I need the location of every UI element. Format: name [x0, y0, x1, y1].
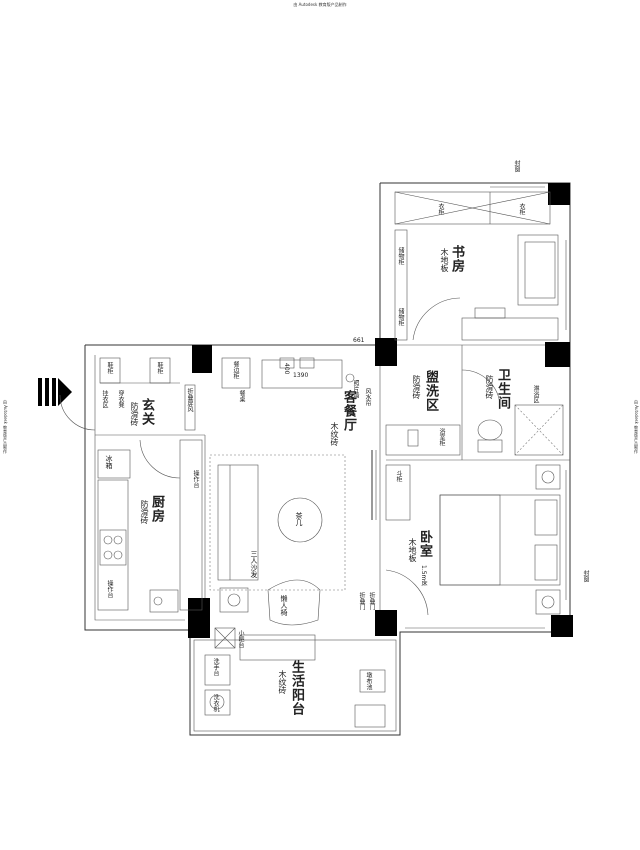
bedside-tables — [535, 464, 561, 615]
balcony-fixtures — [204, 634, 386, 728]
bedroom-label: 卧室 — [417, 530, 432, 558]
lazy-chair-label: 懒人椅 — [280, 595, 288, 616]
seal-window-label-2: 封窗 — [582, 570, 589, 582]
dim-1390: 1390 — [293, 372, 309, 379]
rug — [209, 454, 346, 591]
wash-basin-label: 洗手台 — [212, 658, 219, 676]
stove-icon — [99, 529, 127, 566]
bed-size-label: 1.5m床 — [420, 565, 427, 587]
bar-counter-label: 小吧台 — [237, 630, 244, 648]
right-edge-note: 由 Autodesk 教育版产品制作 — [634, 400, 639, 454]
photo-wall-line — [371, 450, 377, 520]
bath-door-swing — [461, 369, 501, 406]
sink-icon — [149, 589, 179, 613]
bed — [439, 494, 561, 586]
changing-stool-label: 穿衣凳 — [117, 390, 124, 408]
wash-cab-label: 浴室柜 — [438, 428, 445, 446]
shoe-cabinets — [99, 357, 180, 384]
study-wardrobe — [394, 191, 551, 225]
wind-curtain-label: 风水帘 — [364, 388, 371, 406]
folding-screen — [184, 384, 196, 431]
dim-400: 400 — [283, 363, 290, 375]
dining-floor: 木纹砖 — [330, 422, 339, 446]
sofa — [217, 464, 259, 581]
bedroom-floor: 木地板 — [408, 538, 417, 562]
balcony-floor: 木纹砖 — [278, 670, 287, 694]
sofa-label: 三人沙发 — [250, 550, 258, 578]
outer-walls — [84, 182, 571, 736]
work-counter-label-1: 操作台 — [192, 470, 199, 488]
entry-label: 玄关 — [139, 398, 154, 426]
study-desk — [461, 307, 559, 341]
shoe-cabinet-label-2: 鞋柜 — [156, 362, 163, 374]
side-cabinet-label: 餐边柜 — [232, 361, 239, 379]
left-edge-note: 由 Autodesk 教育版产品制作 — [3, 400, 8, 454]
shower-area-label: 淋浴区 — [532, 385, 539, 403]
entry-door-swing — [59, 394, 96, 431]
dining-table-label: 餐桌 — [238, 390, 245, 402]
work-counter-label-2: 操作台 — [106, 580, 113, 598]
study-door-swing — [412, 297, 461, 341]
coffee-table — [277, 497, 323, 543]
bath-label: 卫生间 — [495, 368, 510, 410]
kitchen-counters — [97, 439, 203, 611]
dining-set — [221, 357, 355, 389]
fold-door-label-2: 折叠门 — [368, 592, 375, 610]
bar-counter — [214, 627, 236, 649]
bath-floor: 防滑砖 — [485, 375, 494, 399]
balcony-label: 生活阳台 — [289, 660, 304, 716]
entrance-arrow-icon — [38, 378, 72, 406]
shoe-cabinet-label-1: 鞋柜 — [106, 362, 113, 374]
study-sofa — [517, 234, 559, 306]
chest-label: 斗柜 — [395, 470, 402, 482]
kitchen-floor: 防滑砖 — [140, 500, 149, 524]
lazy-chair — [267, 579, 321, 626]
dim-661: 661 — [353, 337, 365, 344]
mop-pool-label: 墩布池 — [365, 672, 372, 690]
kitchen-door-swing — [139, 439, 181, 479]
chest-of-drawers — [385, 464, 411, 521]
bathroom-fixtures — [477, 404, 564, 456]
seal-window-label-1: 封窗 — [513, 160, 520, 172]
wardrobe-label-1: 衣柜 — [437, 203, 444, 215]
storage-label-1: 储物柜 — [397, 247, 404, 265]
wash-label: 盥洗区 — [423, 370, 438, 412]
hang-area-label: 挂衣区 — [101, 390, 108, 408]
study-label: 书房 — [449, 245, 464, 273]
study-storage — [394, 229, 408, 341]
entry-floor: 防滑砖 — [130, 402, 139, 426]
folding-screen-label: 折叠屏风 — [186, 388, 193, 412]
fold-door-label-1: 折叠门 — [358, 592, 365, 610]
kitchen-label: 厨房 — [149, 495, 164, 523]
bedroom-door-swing — [385, 569, 429, 616]
photo-wall-label: 照片墙 — [352, 380, 359, 398]
coffee-table-label: 茶几 — [295, 512, 303, 526]
wardrobe-label-2: 衣柜 — [518, 203, 525, 215]
windows — [405, 182, 571, 633]
structural-columns — [188, 183, 573, 638]
side-table — [219, 587, 249, 613]
washer-label: 洗衣机 — [212, 694, 219, 712]
autodesk-edu-note: 由 Autodesk 教育版产品制作 — [293, 2, 347, 7]
fridge-label: 冰箱 — [105, 455, 113, 469]
wash-floor: 防滑砖 — [412, 375, 421, 399]
wash-basin-cabinet — [385, 424, 461, 456]
storage-label-2: 储物柜 — [397, 308, 404, 326]
dining-label: 客餐厅 — [341, 390, 356, 432]
study-floor: 木地板 — [440, 248, 449, 272]
